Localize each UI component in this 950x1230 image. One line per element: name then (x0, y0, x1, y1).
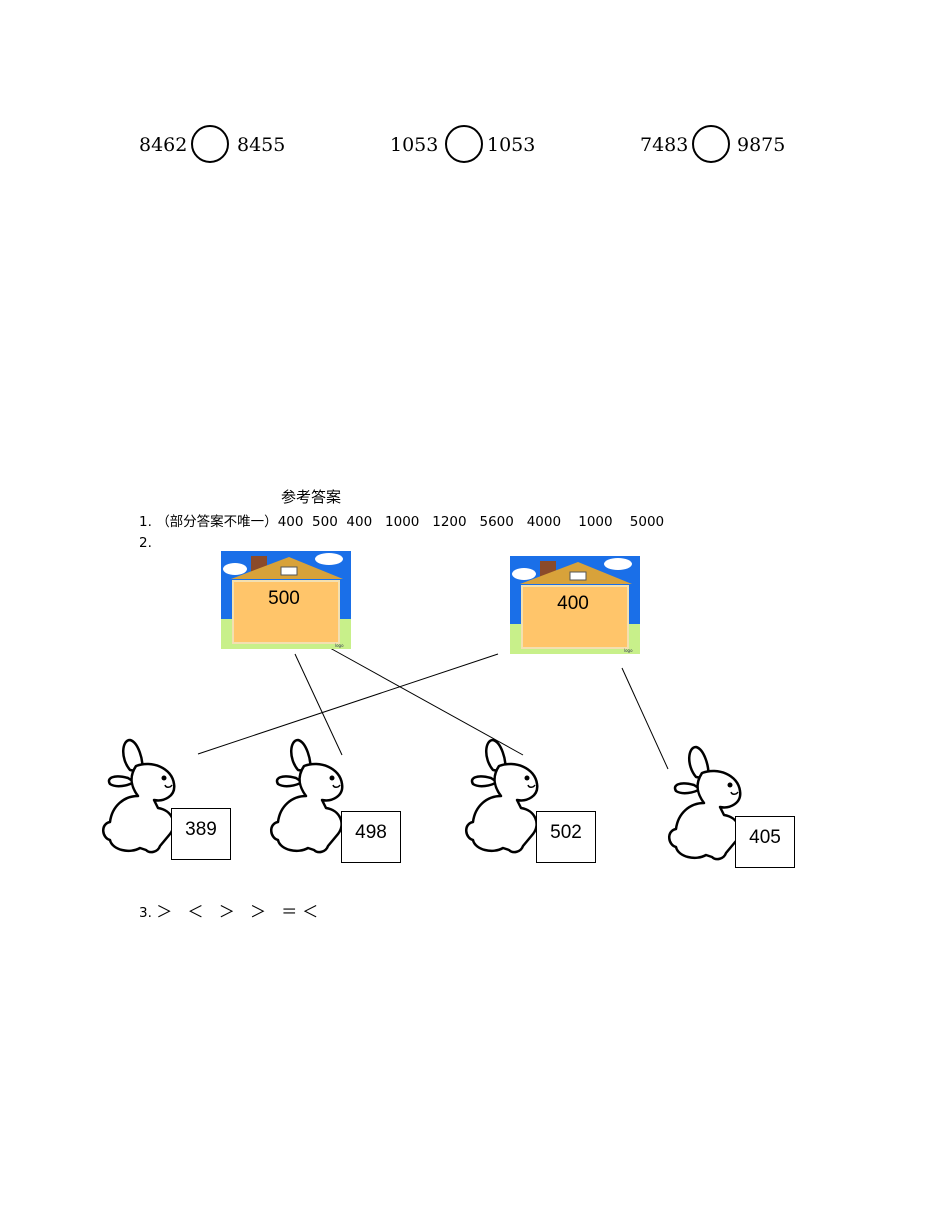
link-line-400-389 (197, 653, 499, 755)
house-card-1: logo 500 (221, 551, 351, 653)
answer-3-line: 3. ＞ ＜ ＞ ＞ ＝ ＜ (139, 898, 318, 922)
rabbit-icon (270, 738, 344, 854)
house-picture: logo (510, 556, 640, 654)
rabbit-number-box: 389 (171, 808, 231, 860)
house-number: 500 (268, 588, 300, 609)
house-picture: logo (221, 551, 351, 649)
answer-2-prefix: 2. (139, 535, 152, 551)
house-card-2: logo 400 (510, 556, 640, 658)
compare-right-2: 1053 (487, 134, 536, 156)
link-line-400-405 (621, 667, 669, 770)
svg-text:logo: logo (624, 648, 633, 653)
answer-1-values: 400 500 400 1000 1200 5600 4000 1000 500… (277, 514, 665, 530)
link-line-500-498 (294, 653, 343, 756)
link-line-500-502 (329, 647, 524, 756)
rabbit-card-2: 498 (268, 738, 408, 868)
answer-1-line: 1. （部分答案不唯一）400 500 400 1000 1200 5600 4… (139, 510, 664, 530)
house-number: 400 (557, 593, 589, 614)
rabbit-card-1: 389 (100, 738, 240, 868)
rabbit-number-box: 405 (735, 816, 795, 868)
answer-3-prefix: 3. (139, 905, 152, 921)
rabbit-card-3: 502 (463, 738, 603, 868)
rabbit-icon (465, 738, 539, 854)
compare-circle-1[interactable] (191, 125, 229, 163)
answer-title: 参考答案 (281, 488, 342, 506)
rabbit-number-box: 502 (536, 811, 596, 863)
svg-text:logo: logo (335, 643, 344, 648)
compare-left-2: 1053 (390, 134, 439, 156)
rabbit-number-box: 498 (341, 811, 401, 863)
compare-left-1: 8462 (139, 134, 188, 156)
compare-circle-2[interactable] (445, 125, 483, 163)
compare-right-3: 9875 (737, 134, 786, 156)
rabbit-icon (668, 745, 742, 861)
rabbit-icon (102, 738, 176, 854)
compare-right-1: 8455 (237, 134, 286, 156)
compare-circle-3[interactable] (692, 125, 730, 163)
compare-left-3: 7483 (640, 134, 689, 156)
answer-1-note: （部分答案不唯一） (156, 514, 278, 530)
rabbit-card-4: 405 (666, 745, 806, 875)
answer-3-symbols: ＞ ＜ ＞ ＞ ＝ ＜ (156, 902, 319, 921)
answer-1-prefix: 1. (139, 514, 152, 530)
